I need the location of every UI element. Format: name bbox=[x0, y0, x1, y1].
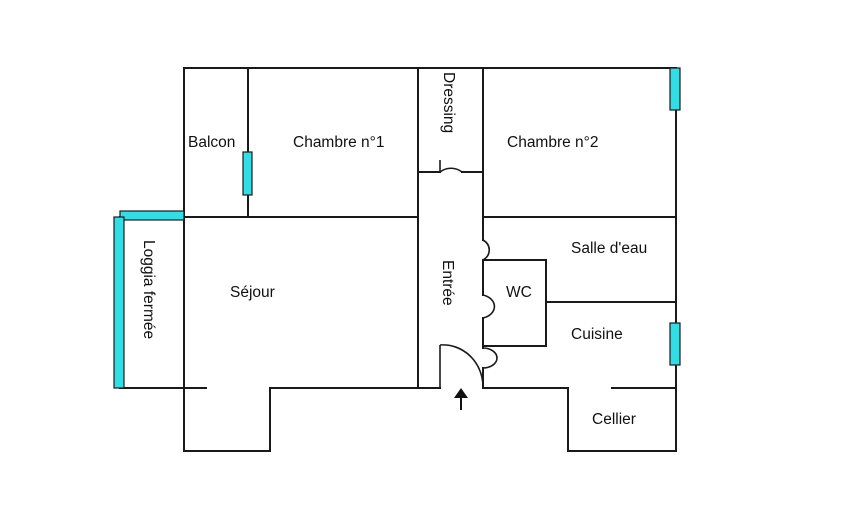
windows bbox=[113, 67, 681, 389]
window-loggia-left bbox=[113, 216, 125, 389]
room-dressing: Dressing bbox=[440, 72, 457, 133]
window-balcon bbox=[242, 151, 253, 196]
room-cellier: Cellier bbox=[592, 411, 636, 428]
room-cuisine: Cuisine bbox=[571, 326, 623, 343]
entrance-arrow-icon bbox=[454, 388, 468, 410]
window-chambre2 bbox=[669, 67, 681, 111]
door-salle-eau bbox=[482, 239, 490, 261]
door-entrance bbox=[439, 344, 484, 389]
room-balcon: Balcon bbox=[188, 134, 235, 151]
walls bbox=[119, 67, 677, 452]
doors bbox=[439, 160, 498, 389]
door-wc bbox=[482, 294, 496, 319]
room-wc: WC bbox=[506, 284, 532, 301]
room-sejour: Séjour bbox=[230, 284, 275, 301]
door-dressing bbox=[439, 167, 463, 173]
room-chambre-2: Chambre n°2 bbox=[507, 134, 599, 151]
room-salle-eau: Salle d'eau bbox=[571, 240, 647, 257]
door-cuisine bbox=[482, 347, 498, 369]
room-loggia: Loggia fermée bbox=[140, 240, 157, 339]
room-entree: Entrée bbox=[439, 260, 456, 306]
window-loggia-top bbox=[119, 210, 185, 221]
window-cuisine bbox=[669, 322, 681, 366]
room-chambre-1: Chambre n°1 bbox=[293, 134, 385, 151]
